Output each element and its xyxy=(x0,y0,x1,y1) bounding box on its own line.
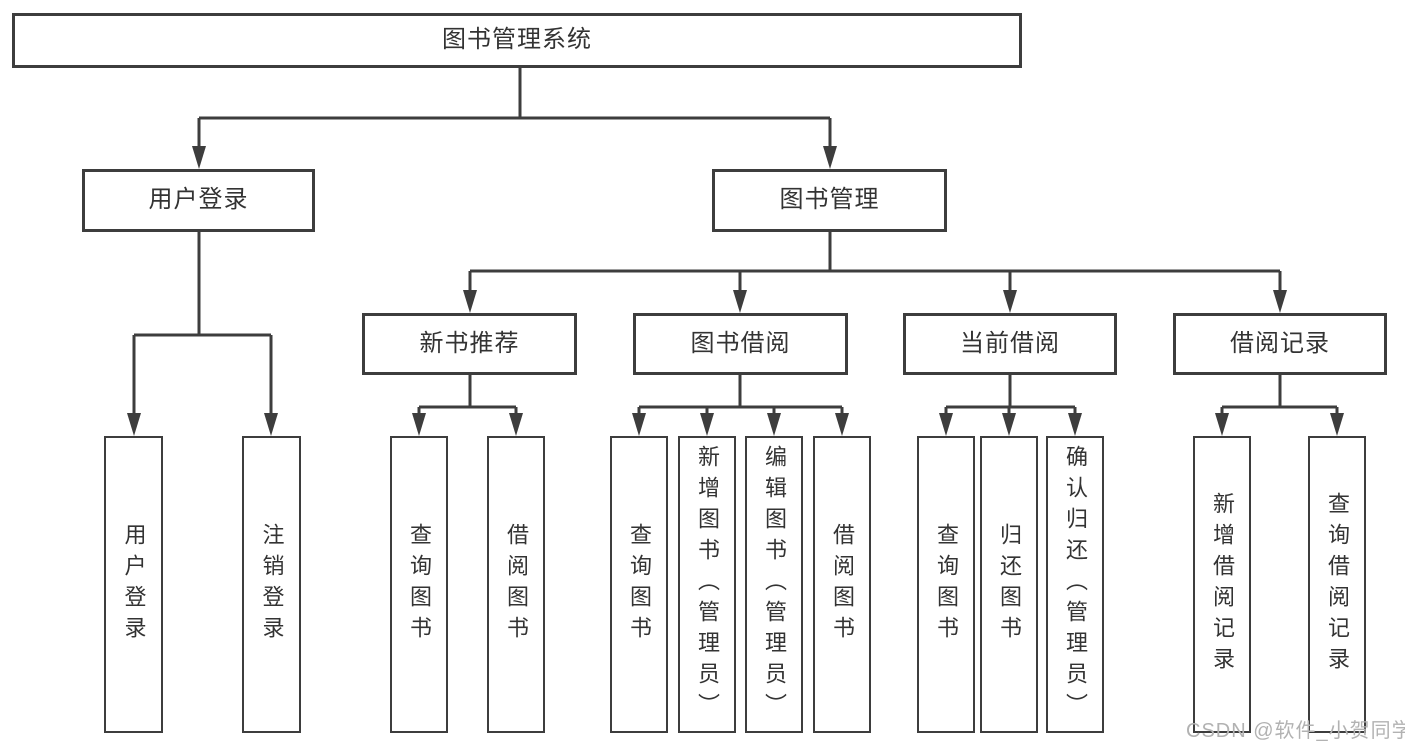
node-book-borrow: 图书借阅 xyxy=(633,313,848,375)
leaf-borrow-query-books: 查询图书 xyxy=(610,436,668,733)
leaf-recommend-borrow-books: 借阅图书 xyxy=(487,436,545,733)
leaf-user-login: 用户登录 xyxy=(104,436,163,733)
leaf-logout: 注销登录 xyxy=(242,436,301,733)
leaf-recommend-query-books: 查询图书 xyxy=(390,436,448,733)
leaf-current-query-books: 查询图书 xyxy=(917,436,975,733)
node-library-system: 图书管理系统 xyxy=(12,13,1022,68)
edge-user-login-to-leaves xyxy=(127,232,278,436)
csdn-watermark: CSDN @软件_小贺同学 xyxy=(1186,720,1405,742)
leaf-borrow-edit-books-admin: 编辑图书（管理员） xyxy=(745,436,803,733)
leaf-borrow-borrow-books: 借阅图书 xyxy=(813,436,871,733)
edge-book-management-to-level3 xyxy=(463,232,1287,313)
edge-current-borrow-to-leaves xyxy=(939,375,1082,436)
node-current-borrow: 当前借阅 xyxy=(903,313,1117,375)
edge-root-to-level2 xyxy=(192,68,837,169)
node-user-login: 用户登录 xyxy=(82,169,315,232)
leaf-current-confirm-return-admin: 确认归还（管理员） xyxy=(1046,436,1104,733)
node-book-management: 图书管理 xyxy=(712,169,947,232)
leaf-records-query-borrow-record: 查询借阅记录 xyxy=(1308,436,1366,733)
edge-new-book-recommend-to-leaves xyxy=(412,375,523,436)
edge-borrow-records-to-leaves xyxy=(1215,375,1344,436)
leaf-records-add-borrow-record: 新增借阅记录 xyxy=(1193,436,1251,733)
node-new-book-recommend: 新书推荐 xyxy=(362,313,577,375)
leaf-current-return-books: 归还图书 xyxy=(980,436,1038,733)
leaf-borrow-add-books-admin: 新增图书（管理员） xyxy=(678,436,736,733)
node-borrow-records: 借阅记录 xyxy=(1173,313,1387,375)
edge-book-borrow-to-leaves xyxy=(632,375,849,436)
